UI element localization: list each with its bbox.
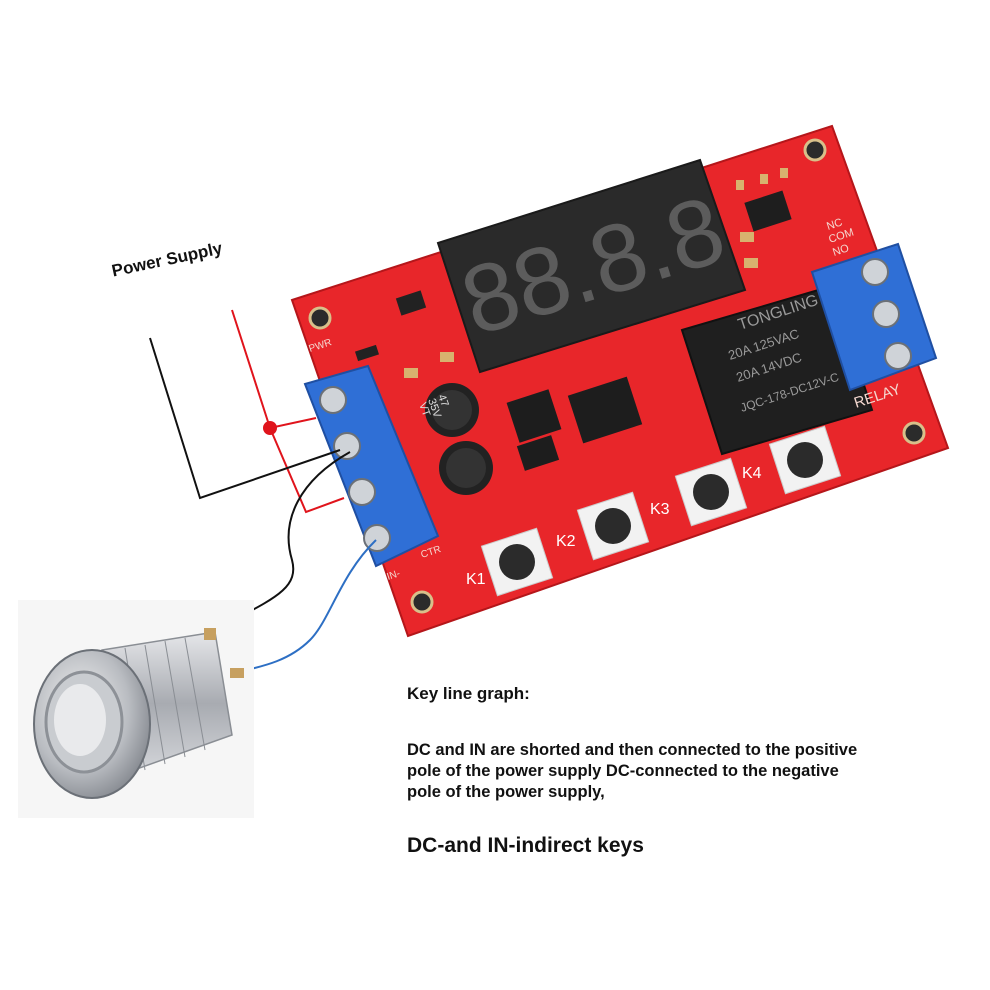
- mounting-hole: [902, 421, 926, 445]
- svg-text:NC: NC: [825, 217, 844, 233]
- wiring-description: DC and IN are shorted and then connected…: [407, 741, 858, 801]
- power-wires: [149, 309, 377, 673]
- mounting-hole: [410, 590, 434, 614]
- input-terminal-block: PWR CTR IN-: [303, 337, 442, 583]
- switch-wire-blue: [237, 539, 377, 673]
- svg-text:NO: NO: [831, 242, 851, 259]
- button-label: K1: [466, 571, 486, 588]
- svg-text:VT: VT: [416, 401, 432, 419]
- relay: TONGLING 20A 125VAC 20A 14VDC JQC-178-DC…: [680, 284, 874, 456]
- button-k2: K2: [556, 491, 650, 561]
- button-k4: K4: [742, 425, 842, 495]
- mounting-hole: [308, 306, 332, 330]
- capacitor: 47 35V VT: [416, 383, 479, 437]
- svg-text:IN-: IN-: [386, 568, 402, 583]
- button-label: K2: [556, 533, 576, 550]
- capacitor: [439, 441, 493, 495]
- button-k1: K1: [466, 527, 554, 597]
- junction-dot: [263, 421, 277, 435]
- indirect-keys-note: DC-and IN-indirect keys: [407, 834, 644, 857]
- switch-wire-black: [214, 451, 351, 631]
- optocoupler-chip: [506, 389, 562, 443]
- svg-text:47: 47: [435, 393, 450, 409]
- button-k3: K3: [650, 457, 748, 527]
- ic-chip: [567, 376, 643, 444]
- button-label: K4: [742, 465, 762, 482]
- key-line-graph-title: Key line graph:: [407, 684, 530, 703]
- switch-terminal: [204, 628, 216, 640]
- switch-terminal: [230, 668, 244, 678]
- negative-wire: [149, 337, 341, 500]
- button-label: K3: [650, 501, 670, 518]
- mounting-hole: [803, 138, 827, 162]
- push-button-switch: [18, 600, 254, 818]
